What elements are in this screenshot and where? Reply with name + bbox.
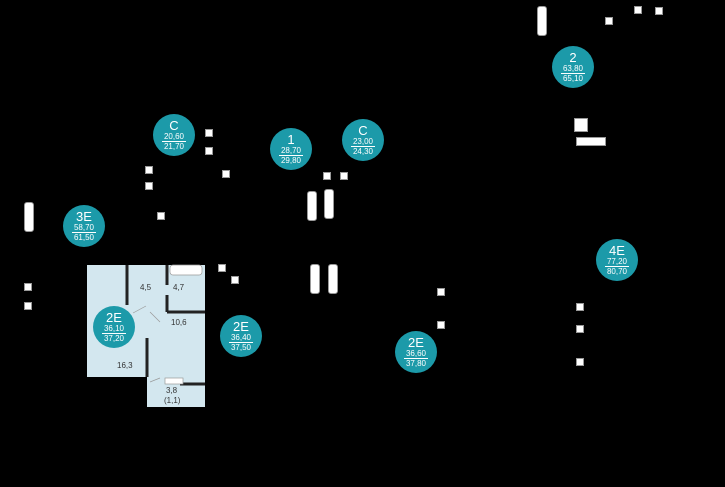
apartment-type: 1 [287, 132, 295, 147]
stove-icon [145, 182, 153, 190]
apartment-badge-4e[interactable]: 4E 77,20 80,70 [596, 239, 638, 281]
room-area-kitchen: 10,6 [171, 318, 187, 327]
sink-icon [576, 358, 584, 366]
stove-icon [634, 6, 642, 14]
apartment-living-area: 77,20 [605, 257, 629, 267]
apartment-total-area: 21,70 [163, 142, 185, 151]
apartment-badge-c-2[interactable]: C 23,00 24,30 [342, 119, 384, 161]
stove-icon [24, 283, 32, 291]
apartment-living-area: 36,60 [404, 349, 428, 359]
apartment-living-area: 23,00 [351, 137, 375, 147]
toilet-icon [231, 276, 239, 284]
apartment-total-area: 37,20 [103, 334, 125, 343]
sink-icon [437, 321, 445, 329]
sink-icon [323, 172, 331, 180]
apartment-type: C [169, 118, 179, 133]
shower-icon [222, 170, 230, 178]
toilet-icon [437, 288, 445, 296]
bathtub-icon [307, 191, 317, 221]
apartment-type: 2E [408, 335, 424, 350]
bathtub-icon [24, 202, 34, 232]
stove-icon [340, 172, 348, 180]
room-area-bedroom: 16,3 [117, 361, 133, 370]
walls [125, 265, 205, 386]
apartment-total-area: 37,80 [405, 359, 427, 368]
apartment-total-area: 80,70 [606, 267, 628, 276]
apartment-total-area: 29,80 [280, 156, 302, 165]
stove-icon [218, 264, 226, 272]
apartment-total-area: 65,10 [562, 74, 584, 83]
shower-icon [574, 118, 588, 132]
apartment-badge-2e-2[interactable]: 2E 36,40 37,50 [220, 315, 262, 357]
apartment-badge-3e[interactable]: 3E 58,70 61,50 [63, 205, 105, 247]
apartment-badge-2e-selected[interactable]: 2E 36,10 37,20 [93, 306, 135, 348]
apartment-living-area: 36,40 [229, 333, 253, 343]
room-area-balcony-reduced: (1,1) [164, 396, 181, 405]
apartment-type: 4E [609, 243, 625, 258]
bathtub-icon [328, 264, 338, 294]
apartment-type: 2E [233, 319, 249, 334]
bathtub-icon [310, 264, 320, 294]
apartment-badge-2e-3[interactable]: 2E 36,60 37,80 [395, 331, 437, 373]
apartment-living-area: 63,80 [561, 64, 585, 74]
apartment-living-area: 20,60 [162, 132, 186, 142]
sink-icon [655, 7, 663, 15]
sink-icon [24, 302, 32, 310]
apartment-badge-c-1[interactable]: C 20,60 21,70 [153, 114, 195, 156]
toilet-icon [157, 212, 165, 220]
apartment-type: C [358, 123, 368, 138]
toilet-icon [576, 303, 584, 311]
stove-icon [576, 325, 584, 333]
apartment-badge-2[interactable]: 2 63,80 65,10 [552, 46, 594, 88]
apartment-living-area: 28,70 [279, 146, 303, 156]
stove-icon [205, 147, 213, 155]
bathtub-icon [576, 137, 606, 146]
sink-icon [205, 129, 213, 137]
room-area-hall: 4,5 [140, 283, 152, 292]
apartment-type: 2 [569, 50, 577, 65]
apartment-badge-1[interactable]: 1 28,70 29,80 [270, 128, 312, 170]
apartment-living-area: 36,10 [102, 324, 126, 334]
apartment-living-area: 58,70 [72, 223, 96, 233]
bathtub-icon [537, 6, 547, 36]
room-area-bathroom: 4,7 [173, 283, 185, 292]
apartment-type: 2E [106, 310, 122, 325]
room-area-balcony: 3,8 [166, 386, 178, 395]
toilet-icon [605, 17, 613, 25]
apartment-total-area: 24,30 [352, 147, 374, 156]
apartment-type: 3E [76, 209, 92, 224]
sink-icon [145, 166, 153, 174]
apartment-total-area: 61,50 [73, 233, 95, 242]
bathtub-icon [324, 189, 334, 219]
apartment-total-area: 37,50 [230, 343, 252, 352]
